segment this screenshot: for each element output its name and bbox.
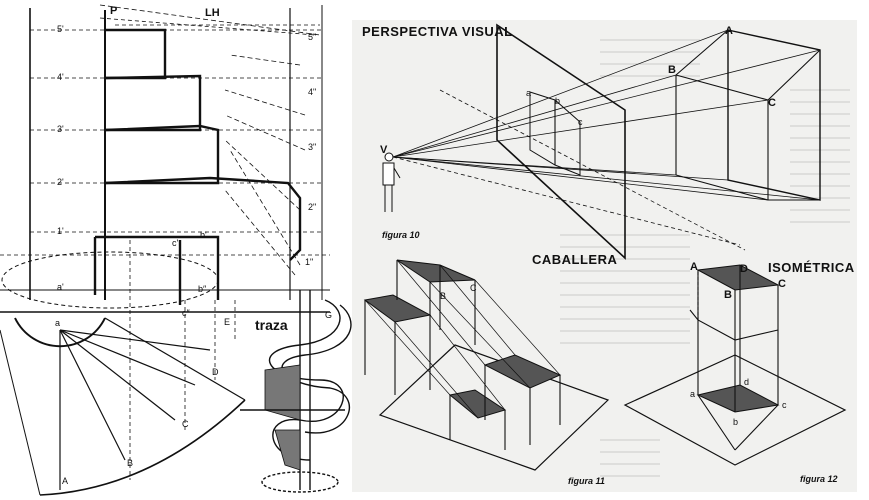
- cab-label-C: C: [470, 283, 477, 293]
- isometric-figure: [623, 264, 847, 466]
- level-label-3pp: 3": [308, 142, 316, 152]
- level-label-2p: 2': [57, 177, 64, 187]
- iso-label-d: d: [744, 377, 749, 387]
- level-label-1pp: 1": [305, 257, 313, 267]
- point-label-b-dprime: b″: [198, 284, 207, 294]
- caption-figura-11: figura 11: [568, 476, 605, 486]
- point-label-a-prime: a': [57, 282, 64, 292]
- spiral-stair-sketch: [240, 290, 352, 493]
- caption-figura-10: figura 10: [382, 230, 420, 240]
- iso-label-D: D: [740, 263, 748, 275]
- iso-label-B: B: [724, 289, 732, 301]
- staircase-labels: P LH traza 5' 4' 3' 2' 1' 5" 4" 3" 2" 1"…: [55, 5, 332, 486]
- point-label-E: E: [224, 317, 230, 327]
- point-label-b-prime: b': [200, 230, 207, 240]
- point-label-B: B: [127, 458, 133, 468]
- title-caballera: CABALLERA: [532, 252, 617, 267]
- persp-label-c-small: c: [578, 117, 583, 127]
- level-label-1p: 1': [57, 226, 64, 236]
- label-traza: traza: [255, 317, 288, 333]
- level-label-5pp: 5": [308, 32, 316, 42]
- persp-label-v: V: [380, 144, 388, 156]
- cab-label-B: B: [440, 291, 446, 301]
- viewer-figure: [382, 152, 401, 212]
- projection-labels: PERSPECTIVA VISUAL CABALLERA ISOMÉTRICA …: [362, 24, 855, 486]
- iso-label-b: b: [733, 417, 738, 427]
- level-label-5p: 5': [57, 24, 64, 34]
- point-label-D: D: [212, 367, 219, 377]
- caption-figura-12: figura 12: [800, 474, 838, 484]
- point-label-G: G: [325, 310, 332, 320]
- iso-label-a: a: [690, 389, 695, 399]
- level-label-4p: 4': [57, 72, 64, 82]
- level-label-3p: 3': [57, 124, 64, 134]
- point-label-c-prime: c': [172, 238, 179, 248]
- label-lh: LH: [205, 7, 220, 19]
- persp-label-A: A: [725, 25, 733, 37]
- staircase-projection-panel: [0, 4, 352, 496]
- persp-label-B: B: [668, 64, 676, 76]
- persp-label-C: C: [768, 97, 776, 109]
- point-label-a: a: [55, 318, 60, 328]
- title-isometrica: ISOMÉTRICA: [768, 260, 855, 275]
- iso-label-A: A: [690, 261, 698, 273]
- point-label-C: C: [182, 419, 189, 429]
- persp-label-a-small: a: [526, 88, 531, 98]
- caballera-figure: [363, 259, 610, 471]
- persp-label-b-small: b: [555, 96, 560, 106]
- point-label-A: A: [62, 476, 68, 486]
- iso-label-C: C: [778, 278, 786, 290]
- projection-page-panel: [352, 20, 857, 492]
- iso-label-c: c: [782, 400, 787, 410]
- level-label-2pp: 2": [308, 202, 316, 212]
- point-label-c-dprime: c″: [182, 308, 191, 318]
- label-p: P: [110, 5, 117, 17]
- level-label-4pp: 4": [308, 87, 316, 97]
- title-perspectiva-visual: PERSPECTIVA VISUAL: [362, 24, 513, 39]
- perspective-figure: [382, 23, 821, 260]
